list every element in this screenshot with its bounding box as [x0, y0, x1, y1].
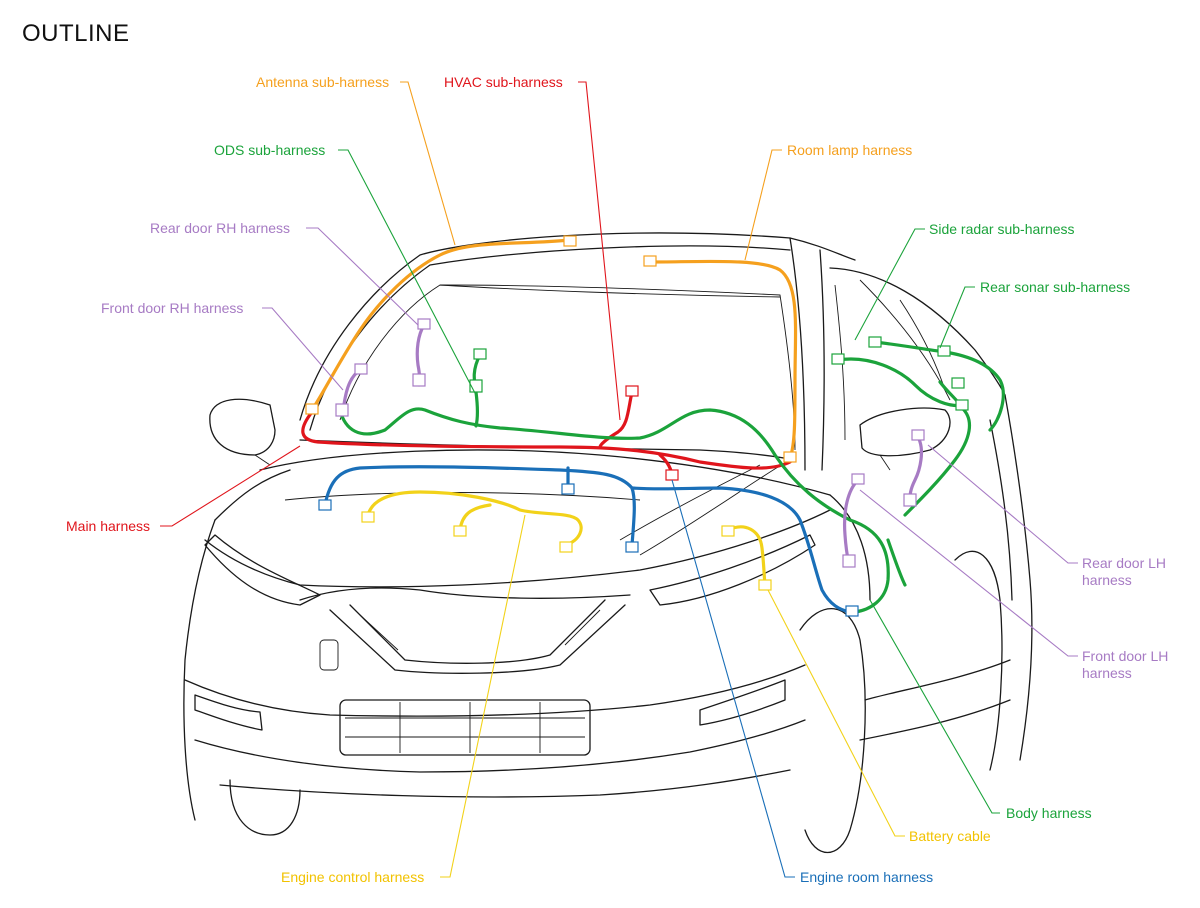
connector	[937, 345, 951, 357]
engine-room-right-wire	[630, 486, 852, 614]
label-main-harness: Main harness	[66, 518, 150, 534]
engine-room-harness-wire	[323, 465, 636, 547]
battery-cable-wire	[726, 525, 767, 587]
connector	[354, 363, 368, 375]
connector	[851, 473, 865, 485]
label-rear-door-lh-harness-line1: Rear door LH	[1082, 555, 1166, 571]
labels: Antenna sub-harness HVAC sub-harness ODS…	[66, 74, 1168, 885]
connector	[643, 255, 657, 267]
connectors	[305, 235, 969, 617]
connector	[951, 377, 965, 389]
rear-door-lh-wire	[908, 435, 924, 502]
label-engine-control-harness: Engine control harness	[281, 869, 424, 885]
connector	[903, 493, 917, 507]
label-battery-cable: Battery cable	[909, 828, 991, 844]
label-hvac-sub-harness: HVAC sub-harness	[444, 74, 563, 90]
connector	[335, 403, 349, 417]
connector	[318, 499, 332, 511]
connector	[955, 399, 969, 411]
leader-lines	[160, 81, 1078, 878]
label-body-harness: Body harness	[1006, 805, 1092, 821]
connector	[559, 541, 573, 553]
connector	[845, 605, 859, 617]
antenna-sub-harness-wire	[310, 238, 572, 412]
connector	[563, 235, 577, 247]
label-room-lamp-harness: Room lamp harness	[787, 142, 912, 158]
label-rear-door-rh-harness: Rear door RH harness	[150, 220, 290, 236]
connector	[842, 554, 856, 568]
connector	[783, 451, 797, 463]
ods-dash-wire	[338, 407, 852, 522]
label-ods-sub-harness: ODS sub-harness	[214, 142, 325, 158]
label-front-door-lh-harness-line1: Front door LH	[1082, 648, 1168, 664]
room-lamp-harness-wire	[648, 259, 798, 460]
connector	[625, 385, 639, 397]
main-harness-wire	[301, 410, 792, 470]
label-antenna-sub-harness: Antenna sub-harness	[256, 74, 389, 90]
hvac-branch-wire	[598, 390, 634, 449]
connector	[625, 541, 639, 553]
connector	[417, 318, 431, 330]
body-harness-wire	[848, 518, 890, 614]
connector	[361, 511, 375, 523]
connector	[831, 353, 845, 365]
label-front-door-lh-harness-line2: harness	[1082, 665, 1132, 681]
label-side-radar-sub-harness: Side radar sub-harness	[929, 221, 1075, 237]
connector	[911, 429, 925, 441]
connector	[412, 373, 426, 387]
engine-control-harness-wire	[366, 490, 583, 547]
wires	[301, 238, 1005, 614]
label-front-door-rh-harness: Front door RH harness	[101, 300, 243, 316]
connector	[453, 525, 467, 537]
connector	[868, 336, 882, 348]
body-rear-wire	[903, 380, 972, 517]
label-engine-room-harness: Engine room harness	[800, 869, 933, 885]
connector	[561, 483, 575, 495]
body-door-wire	[886, 538, 907, 587]
page-title: OUTLINE	[22, 20, 130, 47]
connector	[758, 579, 772, 591]
side-radar-wire	[836, 357, 967, 408]
connector	[473, 348, 487, 360]
connector	[721, 525, 735, 537]
rear-sonar-wire	[873, 340, 1005, 432]
label-rear-sonar-sub-harness: Rear sonar sub-harness	[980, 279, 1130, 295]
connector	[305, 403, 319, 415]
connector	[665, 469, 679, 481]
car-outline	[183, 232, 1033, 854]
label-rear-door-lh-harness-line2: harness	[1082, 572, 1132, 588]
